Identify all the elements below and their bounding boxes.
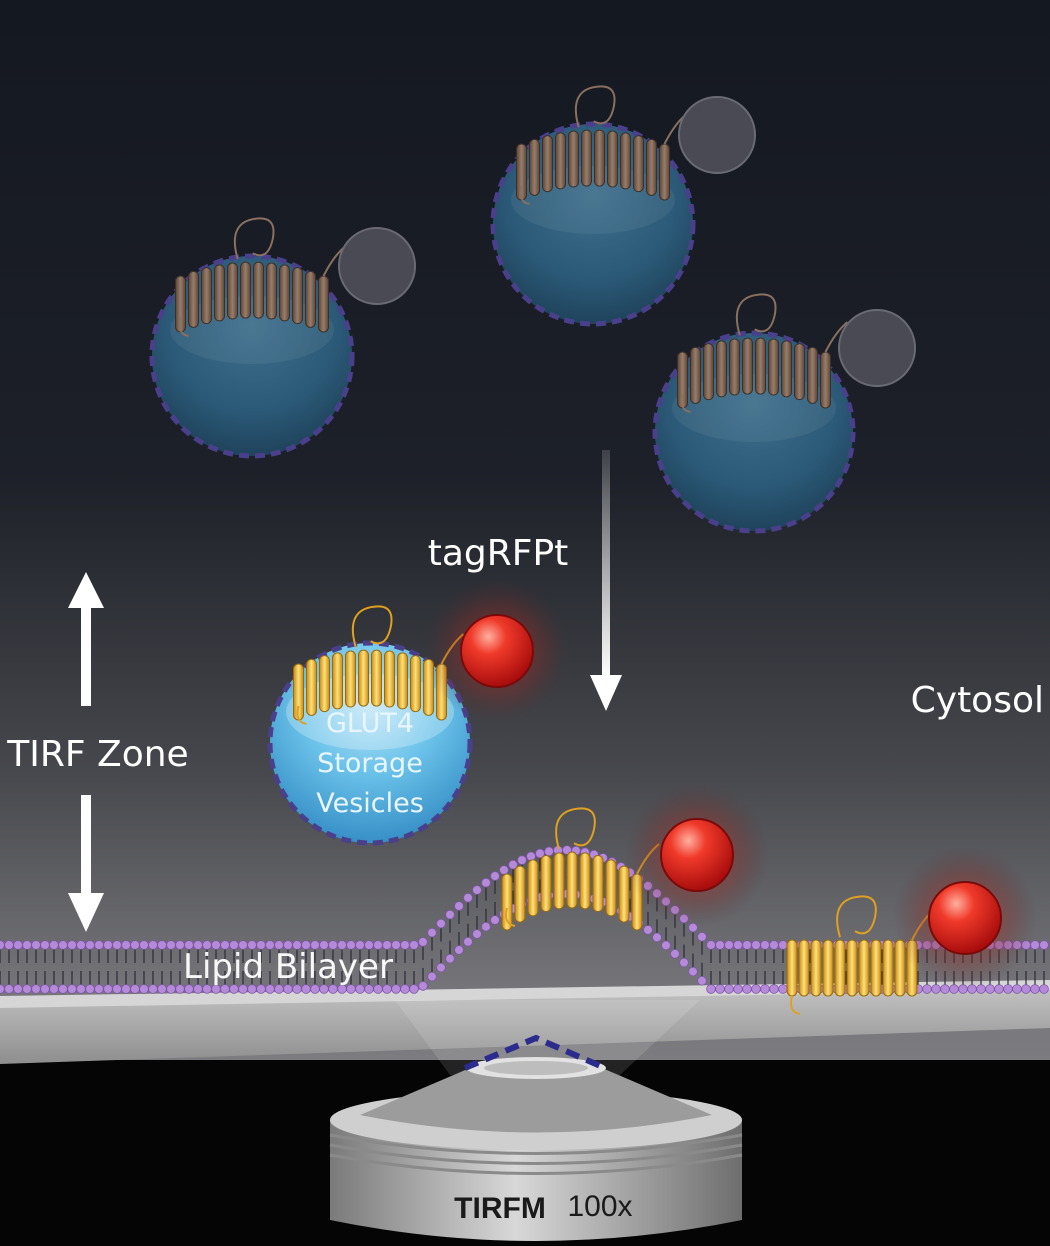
vesicle-label-line-3: Vesicles [316,788,424,819]
excitation-light-cone [395,1000,700,1075]
tirf-zone-label: TIRF Zone [6,734,188,775]
tagrfpt-label: tagRFPt [428,533,569,574]
tirf-zone-down-arrow [68,795,104,932]
fluorophore-bright-3 [893,846,1037,990]
glut4-proteins [175,85,935,1015]
lipid-bilayer-label: Lipid Bilayer [183,947,393,987]
fluorophore-dark-3 [838,309,916,387]
objective-mag-label: 100x [567,1190,632,1223]
reflection-path [463,1034,607,1071]
objective-name-label: TIRFM [454,1192,546,1225]
coverslip [0,985,1050,1064]
translocation-arrow [590,450,622,711]
lipid-bilayer [0,845,1049,994]
tirf-zone-up-arrow [68,572,104,706]
fluorophore-dark-1 [338,227,416,305]
vesicle-label-line-2: Storage [317,748,423,779]
vesicle-label-line-1: GLUT4 [326,708,414,739]
cytosol-label: Cytosol [911,680,1044,721]
fluorophore-bright-2 [625,783,769,927]
fluorophore-dark-2 [678,96,756,174]
objective-lens [329,1057,743,1241]
fluorophore-bright-1 [425,579,569,723]
